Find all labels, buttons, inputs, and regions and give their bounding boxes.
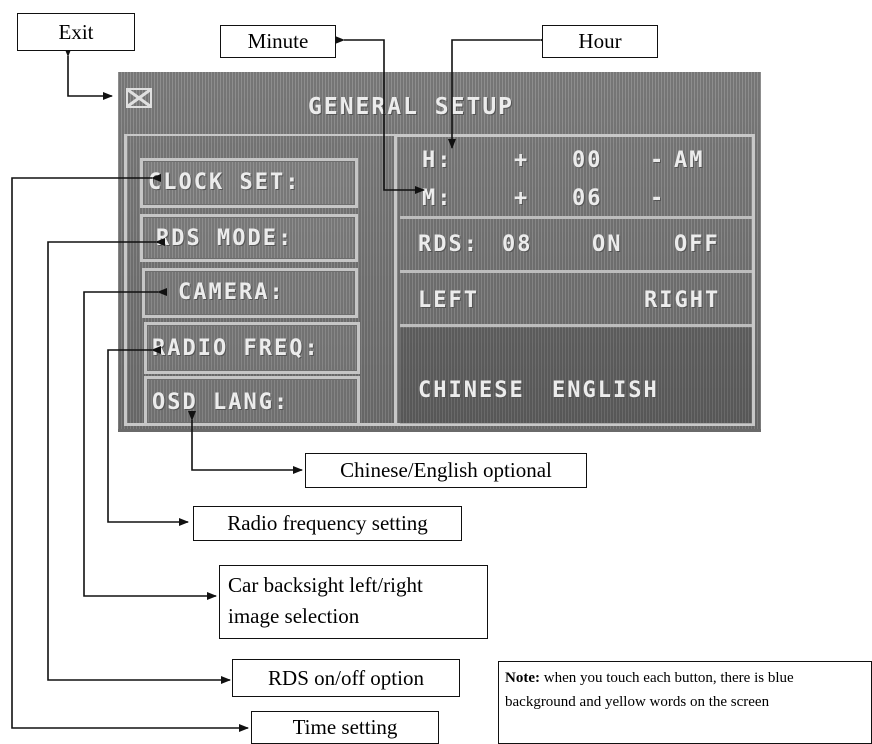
hour-value: 00 [572, 148, 603, 173]
minute-plus-button[interactable]: + [514, 186, 530, 211]
minute-connector [335, 36, 425, 194]
hour-connector [448, 36, 549, 149]
rds-connector [47, 238, 231, 684]
lang-chinese-button[interactable]: CHINESE [418, 378, 525, 403]
time-setting-callout: Time setting [251, 711, 439, 744]
right-panel-frame [394, 134, 755, 426]
row-divider [400, 216, 752, 219]
radio-connector [107, 346, 189, 526]
exit-connector [64, 47, 113, 100]
camera-right-button[interactable]: RIGHT [644, 288, 721, 313]
note-box: Note: when you touch each button, there … [498, 661, 872, 744]
rds-on-button[interactable]: ON [592, 232, 623, 257]
language-callout: Chinese/English optional [305, 453, 587, 488]
rds-off-button[interactable]: OFF [674, 232, 720, 257]
time-setting-connector [11, 174, 249, 732]
note-text: when you touch each button, there is blu… [505, 670, 794, 710]
exit-callout: Exit [17, 13, 135, 51]
camera-connector [83, 288, 217, 600]
camera-left-button[interactable]: LEFT [418, 288, 479, 313]
am-pm-toggle[interactable]: AM [674, 148, 705, 173]
lang-english-button[interactable]: ENGLISH [552, 378, 659, 403]
rds-callout: RDS on/off option [232, 659, 460, 697]
rds-value: 08 [502, 232, 533, 257]
camera-callout: Car backsight left/right image selection [219, 565, 488, 639]
hour-minus-button[interactable]: - [650, 148, 666, 173]
language-connector [188, 411, 303, 474]
row-divider [400, 270, 752, 273]
hour-plus-button[interactable]: + [514, 148, 530, 173]
note-label: Note: [505, 670, 540, 686]
minute-value: 06 [572, 186, 603, 211]
minute-label: M: [422, 186, 453, 211]
radio-frequency-callout: Radio frequency setting [193, 506, 462, 541]
close-x-icon[interactable] [126, 88, 152, 108]
rds-label: RDS: [418, 232, 479, 257]
row-divider [400, 324, 752, 327]
language-row-shade [400, 328, 752, 424]
hour-label: H: [422, 148, 453, 173]
hour-callout: Hour [542, 25, 658, 58]
minute-minus-button[interactable]: - [650, 186, 666, 211]
minute-callout: Minute [220, 25, 336, 58]
